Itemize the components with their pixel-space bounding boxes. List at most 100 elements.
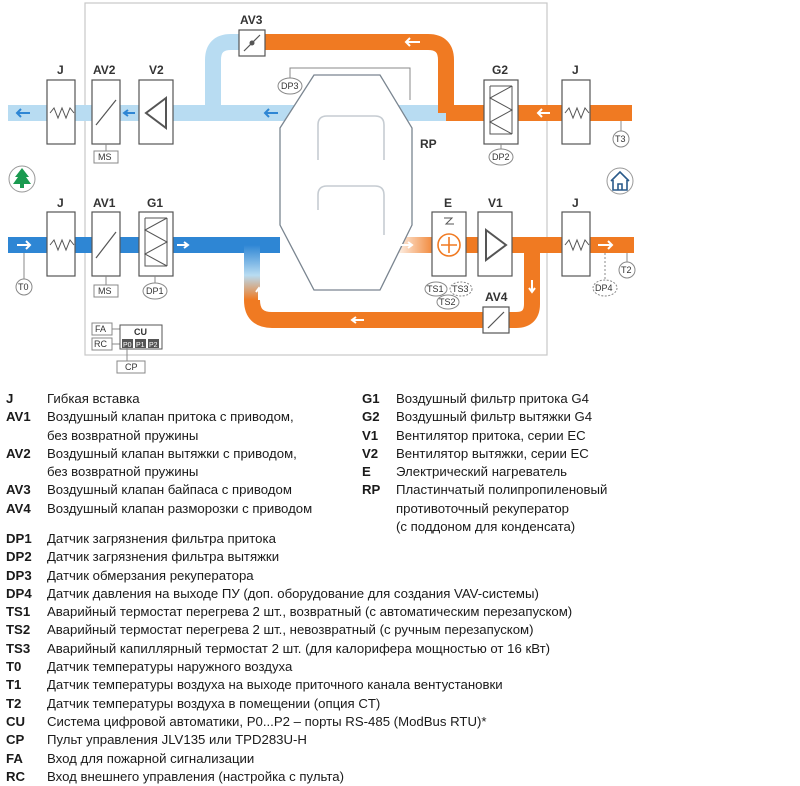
- cp-box: [116, 360, 146, 374]
- dp4-sensor: [592, 279, 618, 297]
- heat-exchanger: [279, 74, 413, 291]
- legend-code: DP2: [6, 549, 32, 565]
- av2-label: AV2: [93, 63, 116, 77]
- g2-filter-icon: [488, 85, 514, 135]
- legend-description: Датчик загрязнения фильтра вытяжки: [47, 549, 280, 565]
- legend-code: DP3: [6, 567, 32, 583]
- legend-description: Аварийный капиллярный термостат 2 шт. (д…: [47, 640, 551, 656]
- legend-row: противоточный рекуператор: [362, 500, 792, 518]
- e-heater-icon: [437, 233, 461, 257]
- j-top-right-label: J: [572, 63, 579, 77]
- legend-description: Гибкая вставка: [47, 391, 140, 406]
- j-top-left-box: [46, 79, 76, 145]
- arrow-frost-right: [528, 280, 536, 294]
- av3-label: AV3: [240, 13, 263, 27]
- ts3-label: TS3: [452, 284, 469, 294]
- arrow-supply-in: [17, 240, 32, 250]
- legend-description: Датчик загрязнения фильтра притока: [47, 531, 276, 546]
- legend-description: Датчик давления на выходе ПУ (доп. обору…: [47, 585, 539, 601]
- arrow-bypass-top: [404, 37, 420, 47]
- legend-description: Датчик обмерзания рекуператора: [47, 567, 254, 583]
- e-heater-plus: [441, 237, 457, 253]
- house-icon-shape: [610, 170, 630, 191]
- legend-code: TS3: [6, 640, 31, 656]
- legend-row: FA Вход для пожарной сигнализации: [6, 750, 796, 768]
- arrow-supply-out: [598, 240, 614, 250]
- legend-row: V2 Вентилятор вытяжки, серии ЕС: [362, 445, 792, 463]
- legend-code: AV3: [6, 482, 31, 498]
- av4-blade: [487, 311, 505, 329]
- legend-code: G1: [362, 391, 380, 406]
- p2-port: [148, 339, 159, 348]
- legend-row: без возвратной пружины: [6, 427, 366, 445]
- legend-description: Воздушный клапан притока с приводом,: [47, 409, 294, 425]
- legend-code: T0: [6, 659, 22, 675]
- fa-label: FA: [95, 324, 106, 334]
- legend-code: AV2: [6, 445, 31, 461]
- legend-description: Вентилятор вытяжки, серии ЕС: [396, 445, 589, 461]
- j-bottom-left-spring: [49, 238, 75, 252]
- legend-code: E: [362, 464, 371, 480]
- legend-code: V2: [362, 445, 379, 461]
- p0-port: [122, 339, 133, 348]
- legend-description: Вентилятор притока, серии ЕС: [396, 427, 586, 443]
- arrow-frost-bottom: [350, 316, 364, 324]
- arrow-supply-heater: [400, 241, 414, 249]
- j-top-left-label: J: [57, 63, 64, 77]
- legend-row: DP2 Датчик загрязнения фильтра вытяжки: [6, 548, 796, 566]
- rc-label: RC: [94, 339, 107, 349]
- legend-code: T2: [6, 695, 22, 711]
- g2-label: G2: [492, 63, 508, 77]
- j-top-right-box: [561, 79, 591, 145]
- j-top-right-spring: [564, 106, 590, 120]
- legend-code: CU: [6, 713, 26, 729]
- legend-description: Датчик температуры воздуха в помещении (…: [47, 695, 381, 711]
- legend-description: Воздушный фильтр притока G4: [396, 391, 589, 406]
- v1-box: [477, 211, 513, 277]
- legend-description: Воздушный клапан байпаса с приводом: [47, 482, 292, 498]
- ts3-sensor: [449, 281, 473, 297]
- frost-bypass-loop: [244, 245, 540, 328]
- g1-filter-icon: [143, 217, 169, 267]
- legend-description: Пульт управления JLV135 или TPD283U-H: [47, 732, 307, 748]
- p2-label: P2: [149, 342, 158, 349]
- dp1-label: DP1: [146, 286, 164, 296]
- arrow-extract-rp: [263, 108, 278, 118]
- legend-description: Пластинчатый полипропиленовый: [396, 482, 608, 498]
- v1-fan-icon: [485, 228, 508, 262]
- legend-description: Вход для пожарной сигнализации: [47, 750, 255, 766]
- legend-code: DP1: [6, 531, 32, 546]
- legend-row: AV2 Воздушный клапан вытяжки с приводом,: [6, 445, 366, 463]
- e-label: E: [444, 196, 452, 210]
- legend-description: Воздушный клапан вытяжки с приводом,: [47, 445, 297, 461]
- bypass-loop-top: [205, 34, 258, 113]
- g1-label: G1: [147, 196, 163, 210]
- arrow-extract-out: [15, 108, 30, 118]
- legend-code: FA: [6, 750, 23, 766]
- fa-rc-link: [112, 328, 120, 345]
- legend-code: DP4: [6, 585, 32, 601]
- t0-label: T0: [18, 282, 29, 292]
- ventilation-schematic: RP DP3 AV3 J AV2 MS V2 G2 DP2 J T3 J AV1: [8, 2, 636, 374]
- rp-label: RP: [420, 137, 437, 151]
- legend-description: Воздушный клапан разморозки с приводом: [47, 500, 313, 516]
- p1-port: [135, 339, 146, 348]
- p0-label: P0: [123, 342, 132, 349]
- av1-blade: [95, 231, 117, 259]
- legend-code: J: [6, 391, 14, 406]
- j-bottom-right-box: [561, 211, 591, 277]
- dp3-line: [289, 67, 411, 100]
- tree-icon-shape: [13, 168, 31, 188]
- v1-label: V1: [488, 196, 503, 210]
- legend-description: Датчик температуры воздуха на выходе при…: [47, 677, 503, 693]
